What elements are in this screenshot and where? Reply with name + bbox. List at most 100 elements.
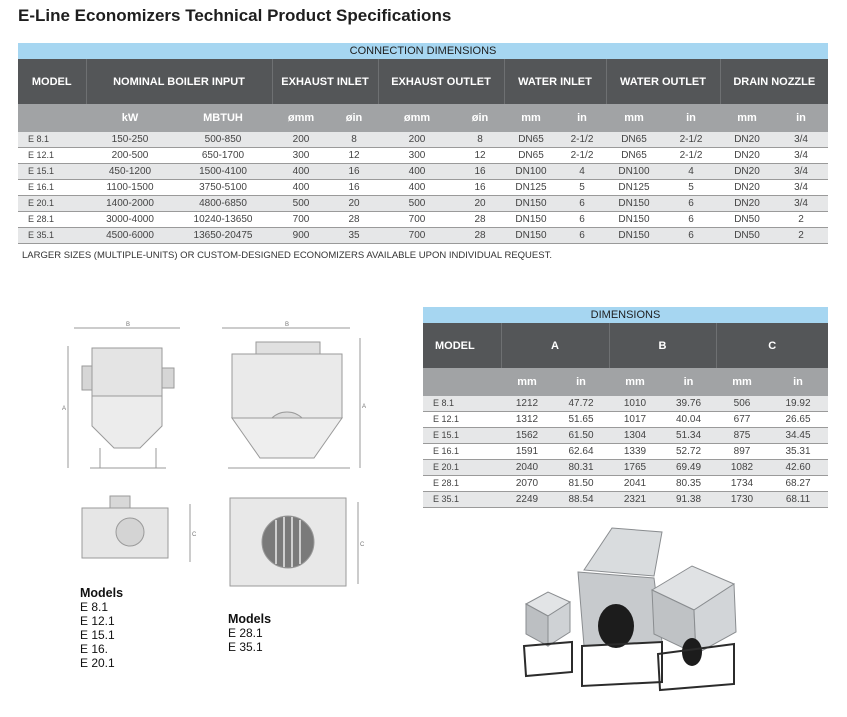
value-cell: DN20 <box>720 179 774 196</box>
value-cell: 400 <box>272 163 330 180</box>
value-cell: 6 <box>558 227 606 244</box>
unit-cell: mm <box>501 368 553 396</box>
unit-cell: øin <box>456 104 504 132</box>
value-cell: DN65 <box>504 132 558 148</box>
value-cell: DN65 <box>504 147 558 164</box>
model-cell: E 12.1 <box>423 411 501 428</box>
value-cell: 1339 <box>609 443 661 460</box>
value-cell: 52.72 <box>661 443 716 460</box>
value-cell: 2-1/2 <box>662 147 720 164</box>
connection-units-row: kW MBTUH ømm øin ømm øin mm in mm in mm … <box>18 104 829 132</box>
unit-cell: in <box>553 368 609 396</box>
value-cell: DN100 <box>606 163 662 180</box>
value-cell: 1082 <box>716 459 768 476</box>
dim-col-b: B <box>609 323 717 368</box>
value-cell: 1730 <box>716 491 768 508</box>
value-cell: DN100 <box>504 163 558 180</box>
unit-cell: ømm <box>378 104 456 132</box>
value-cell: 42.60 <box>768 459 829 476</box>
value-cell: 450-1200 <box>86 163 174 180</box>
col-model: MODEL <box>18 59 87 104</box>
value-cell: 2-1/2 <box>662 132 720 148</box>
col-exhaust-inlet: EXHAUST INLET <box>272 59 379 104</box>
model-cell: E 28.1 <box>423 475 501 492</box>
model-cell: E 35.1 <box>18 227 86 244</box>
col-water-outlet: WATER OUTLET <box>606 59 721 104</box>
value-cell: 6 <box>558 195 606 212</box>
unit-cell: kW <box>86 104 174 132</box>
model-cell: E 20.1 <box>423 459 501 476</box>
availability-note: LARGER SIZES (MULTIPLE-UNITS) OR CUSTOM-… <box>22 250 552 261</box>
unit-cell: øin <box>330 104 378 132</box>
value-cell: 12 <box>330 147 378 164</box>
value-cell: 68.27 <box>768 475 829 492</box>
value-cell: 1591 <box>501 443 553 460</box>
value-cell: DN65 <box>606 132 662 148</box>
value-cell: 500 <box>272 195 330 212</box>
col-nominal-boiler-input: NOMINAL BOILER INPUT <box>86 59 273 104</box>
value-cell: 88.54 <box>553 491 609 508</box>
value-cell: 16 <box>456 163 504 180</box>
value-cell: 28 <box>330 211 378 228</box>
value-cell: 28 <box>456 227 504 244</box>
value-cell: 875 <box>716 427 768 444</box>
value-cell: 6 <box>662 211 720 228</box>
value-cell: 20 <box>330 195 378 212</box>
dimensions-table: DIMENSIONS MODEL A B C mm in mm in mm in… <box>423 307 829 508</box>
value-cell: DN125 <box>606 179 662 196</box>
value-cell: 200 <box>272 132 330 148</box>
value-cell: 300 <box>378 147 456 164</box>
value-cell: 13650-20475 <box>174 227 272 244</box>
value-cell: 1562 <box>501 427 553 444</box>
value-cell: 1400-2000 <box>86 195 174 212</box>
model-cell: E 20.1 <box>18 195 86 212</box>
value-cell: 1304 <box>609 427 661 444</box>
value-cell: 1010 <box>609 396 661 412</box>
economizer-product-image <box>522 527 737 692</box>
dim-col-a: A <box>501 323 610 368</box>
value-cell: DN125 <box>504 179 558 196</box>
model-item: E 28.1 <box>228 626 263 640</box>
label-b-large: B <box>285 322 289 328</box>
unit-cell: mm <box>504 104 558 132</box>
models-list-large: Models E 28.1 E 35.1 <box>228 612 271 654</box>
value-cell: 16 <box>330 179 378 196</box>
value-cell: 35 <box>330 227 378 244</box>
label-a-large: A <box>362 404 366 410</box>
value-cell: 69.49 <box>661 459 716 476</box>
value-cell: 3/4 <box>774 147 829 164</box>
value-cell: 3/4 <box>774 132 829 148</box>
value-cell: 897 <box>716 443 768 460</box>
value-cell: 2040 <box>501 459 553 476</box>
value-cell: 400 <box>272 179 330 196</box>
model-cell: E 8.1 <box>423 396 501 412</box>
model-cell: E 15.1 <box>423 427 501 444</box>
value-cell: 1500-4100 <box>174 163 272 180</box>
model-item: E 35.1 <box>228 640 263 654</box>
label-c-large: C <box>360 542 365 548</box>
value-cell: DN50 <box>720 227 774 244</box>
model-item: E 8.1 <box>80 600 109 614</box>
model-cell: E 8.1 <box>18 132 86 148</box>
value-cell: 1100-1500 <box>86 179 174 196</box>
value-cell: 506 <box>716 396 768 412</box>
value-cell: DN20 <box>720 132 774 148</box>
dim-col-c: C <box>716 323 829 368</box>
model-cell: E 15.1 <box>18 163 86 180</box>
value-cell: DN150 <box>504 195 558 212</box>
value-cell: 8 <box>330 132 378 148</box>
models-heading: Models <box>228 612 272 626</box>
value-cell: 19.92 <box>768 396 829 412</box>
value-cell: DN20 <box>720 147 774 164</box>
value-cell: 10240-13650 <box>174 211 272 228</box>
unit-cell: in <box>662 104 720 132</box>
unit-cell: in <box>661 368 716 396</box>
unit-cell: mm <box>609 368 661 396</box>
unit-cell: in <box>768 368 829 396</box>
value-cell: 1312 <box>501 411 553 428</box>
value-cell: 2041 <box>609 475 661 492</box>
